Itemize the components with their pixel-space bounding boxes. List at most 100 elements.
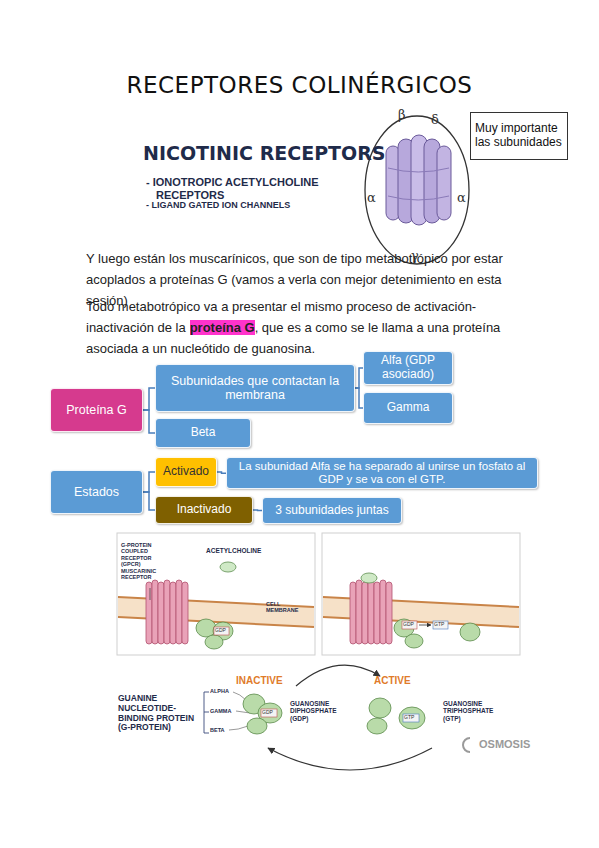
watermark-logo: [463, 738, 470, 752]
highlighted-term: proteína G: [190, 320, 255, 335]
g-protein-subunit: [369, 698, 391, 718]
page-title: RECEPTORES COLINÉRGICOS: [0, 72, 599, 98]
receptor-helix: [170, 582, 176, 644]
receptor-helix: [386, 582, 392, 644]
cycle-arrow: [296, 665, 380, 686]
part-label: BETA: [210, 727, 225, 733]
concept-box: Beta: [155, 418, 251, 448]
part-label: MUSCARINIC RECEPTOR: [121, 568, 169, 581]
node-text: 3 subunidades juntas: [275, 504, 388, 518]
part-label: ALPHA: [210, 688, 229, 694]
panel-frame: [322, 533, 520, 655]
part-label: GUANOSINE TRIPHOSPHATE (GTP): [443, 700, 499, 722]
nucleotide-label: GTP: [404, 715, 414, 721]
receptor-helix: [356, 580, 362, 644]
nucleotide-label: GDP: [215, 628, 226, 634]
subunit-label: δ: [431, 113, 439, 128]
connector-line: [217, 472, 226, 473]
node-text: Gamma: [387, 401, 430, 415]
concept-box: 3 subunidades juntas: [262, 497, 402, 524]
connector-line: [143, 388, 155, 410]
receptor-helix: [350, 582, 356, 644]
node-text: Activado: [163, 465, 209, 479]
connector-line: [355, 388, 363, 408]
subunit-label: α: [367, 191, 376, 206]
node-text: Subunidades que contactan la membrana: [160, 374, 350, 403]
nucleotide-tag: [214, 627, 229, 635]
concept-box: Proteína G: [50, 388, 143, 432]
g-protein-subunit: [205, 635, 223, 649]
nucleotide-tag: [261, 709, 277, 717]
part-label: G-PROTEIN COUPLED RECEPTOR (GPCR): [121, 542, 171, 567]
node-text: Alfa (GDP asociado): [368, 354, 448, 382]
illustration-caption: - IONOTROPIC ACETYLCHOLINE RECEPTORS: [146, 176, 361, 201]
panel-frame: [117, 533, 315, 655]
bracket: [204, 692, 209, 733]
receptor-helix: [152, 580, 158, 644]
part-label: ACETYLCHOLINE: [206, 547, 261, 554]
alpha-subunit: [399, 707, 425, 729]
receptor-outline: [365, 116, 469, 264]
part-label: GUANINE NUCLEOTIDE-BINDING PROTEIN (G-PR…: [118, 694, 202, 733]
illustration-caption: - LIGAND GATED ION CHANNELS: [146, 200, 290, 210]
receptor-helix: [374, 582, 380, 644]
acetylcholine-molecule: [361, 573, 377, 583]
leader-line: [150, 588, 151, 600]
illustration-heading: NICOTINIC RECEPTORS: [143, 143, 386, 165]
connector-line: [253, 509, 262, 511]
receptor-helix: [146, 582, 152, 644]
concept-box: La subunidad Alfa se ha separado al unir…: [226, 457, 538, 489]
exchange-arrow: [419, 625, 431, 626]
receptor-helix: [362, 582, 368, 644]
receptor-band: [388, 168, 449, 200]
node-text: La subunidad Alfa se ha separado al unir…: [231, 460, 533, 486]
node-text: Estados: [74, 485, 119, 499]
connector-line: [355, 368, 363, 388]
body-text: Y luego están los muscarínicos, que son …: [86, 248, 536, 311]
g-protein-subunit: [196, 619, 216, 637]
paragraph: Todo metabotrópico va a presentar el mis…: [86, 296, 536, 359]
nucleotide-label: GDP: [262, 710, 273, 716]
subunit-label: β: [398, 108, 406, 123]
receptor-helix: [164, 580, 170, 644]
receptor-helix: [380, 580, 386, 644]
receptor-helix: [176, 580, 182, 644]
connector-line: [143, 492, 155, 510]
receptor-helix: [158, 582, 164, 644]
receptor-helix: [182, 582, 188, 644]
node-text: Proteína G: [66, 403, 126, 417]
state-label: ACTIVE: [374, 675, 411, 687]
alpha-subunit: [460, 623, 480, 641]
concept-box: Subunidades que contactan la membrana: [155, 364, 355, 412]
connector-line: [143, 472, 155, 492]
nucleotide-label: GTP: [434, 622, 444, 628]
note-box: Muy importante las subunidades: [470, 112, 568, 160]
watermark: OSMOSIS: [479, 738, 530, 751]
subunit-label: α: [457, 191, 466, 206]
node-text: Beta: [191, 426, 216, 440]
part-label: CELL MEMBRANE: [266, 601, 304, 614]
receptor-helix: [368, 580, 374, 644]
g-protein-subunit: [247, 718, 267, 734]
state-box: Activado: [155, 457, 217, 487]
node-text: Inactivado: [177, 503, 232, 517]
concept-box: Estados: [50, 470, 143, 514]
part-label: GUANOSINE DIPHOSPHATE (GDP): [290, 700, 342, 722]
concept-box: Alfa (GDP asociado): [363, 351, 453, 385]
g-protein-subunit: [405, 634, 423, 648]
concept-box: Gamma: [363, 392, 453, 424]
nucleotide-tag: [403, 714, 419, 722]
g-protein-subunit: [367, 718, 387, 734]
state-label: INACTIVE: [236, 675, 283, 687]
node-text: Muy importante las subunidades: [475, 122, 563, 150]
nucleotide-tag: [402, 621, 417, 629]
receptor-subunit: [437, 146, 451, 220]
acetylcholine-molecule: [220, 562, 236, 572]
connector-line: [143, 410, 155, 433]
cycle-arrow: [268, 748, 432, 770]
state-box: Inactivado: [155, 496, 253, 524]
nucleotide-tag: [433, 621, 448, 629]
nucleotide-label: GDP: [403, 622, 414, 628]
